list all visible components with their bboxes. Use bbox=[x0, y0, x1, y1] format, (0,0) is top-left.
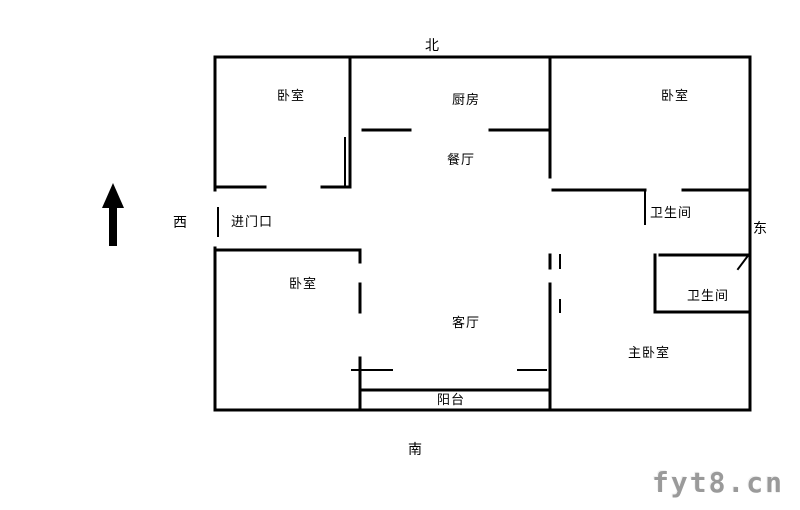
label-bathroom-lower: 卫生间 bbox=[687, 288, 730, 303]
label-living-room: 客厅 bbox=[452, 315, 481, 330]
walls-group bbox=[213, 55, 752, 412]
compass-south: 南 bbox=[408, 441, 422, 457]
label-kitchen: 厨房 bbox=[452, 92, 481, 107]
label-dining-room: 餐厅 bbox=[447, 152, 476, 167]
watermark: fyt8.cn bbox=[652, 466, 785, 499]
compass-north: 北 bbox=[425, 37, 439, 53]
label-bedroom-top-right: 卧室 bbox=[661, 88, 690, 103]
label-bedroom-mid-left: 卧室 bbox=[289, 276, 318, 291]
label-master-bedroom: 主卧室 bbox=[628, 345, 671, 360]
compass-east: 东 bbox=[753, 220, 767, 236]
compass-west: 西 bbox=[173, 214, 187, 230]
label-bedroom-top-left: 卧室 bbox=[277, 88, 306, 103]
north-arrow bbox=[102, 183, 124, 246]
label-balcony: 阳台 bbox=[437, 392, 466, 407]
label-entrance: 进门口 bbox=[231, 214, 274, 229]
label-bathroom-upper: 卫生间 bbox=[650, 205, 693, 220]
